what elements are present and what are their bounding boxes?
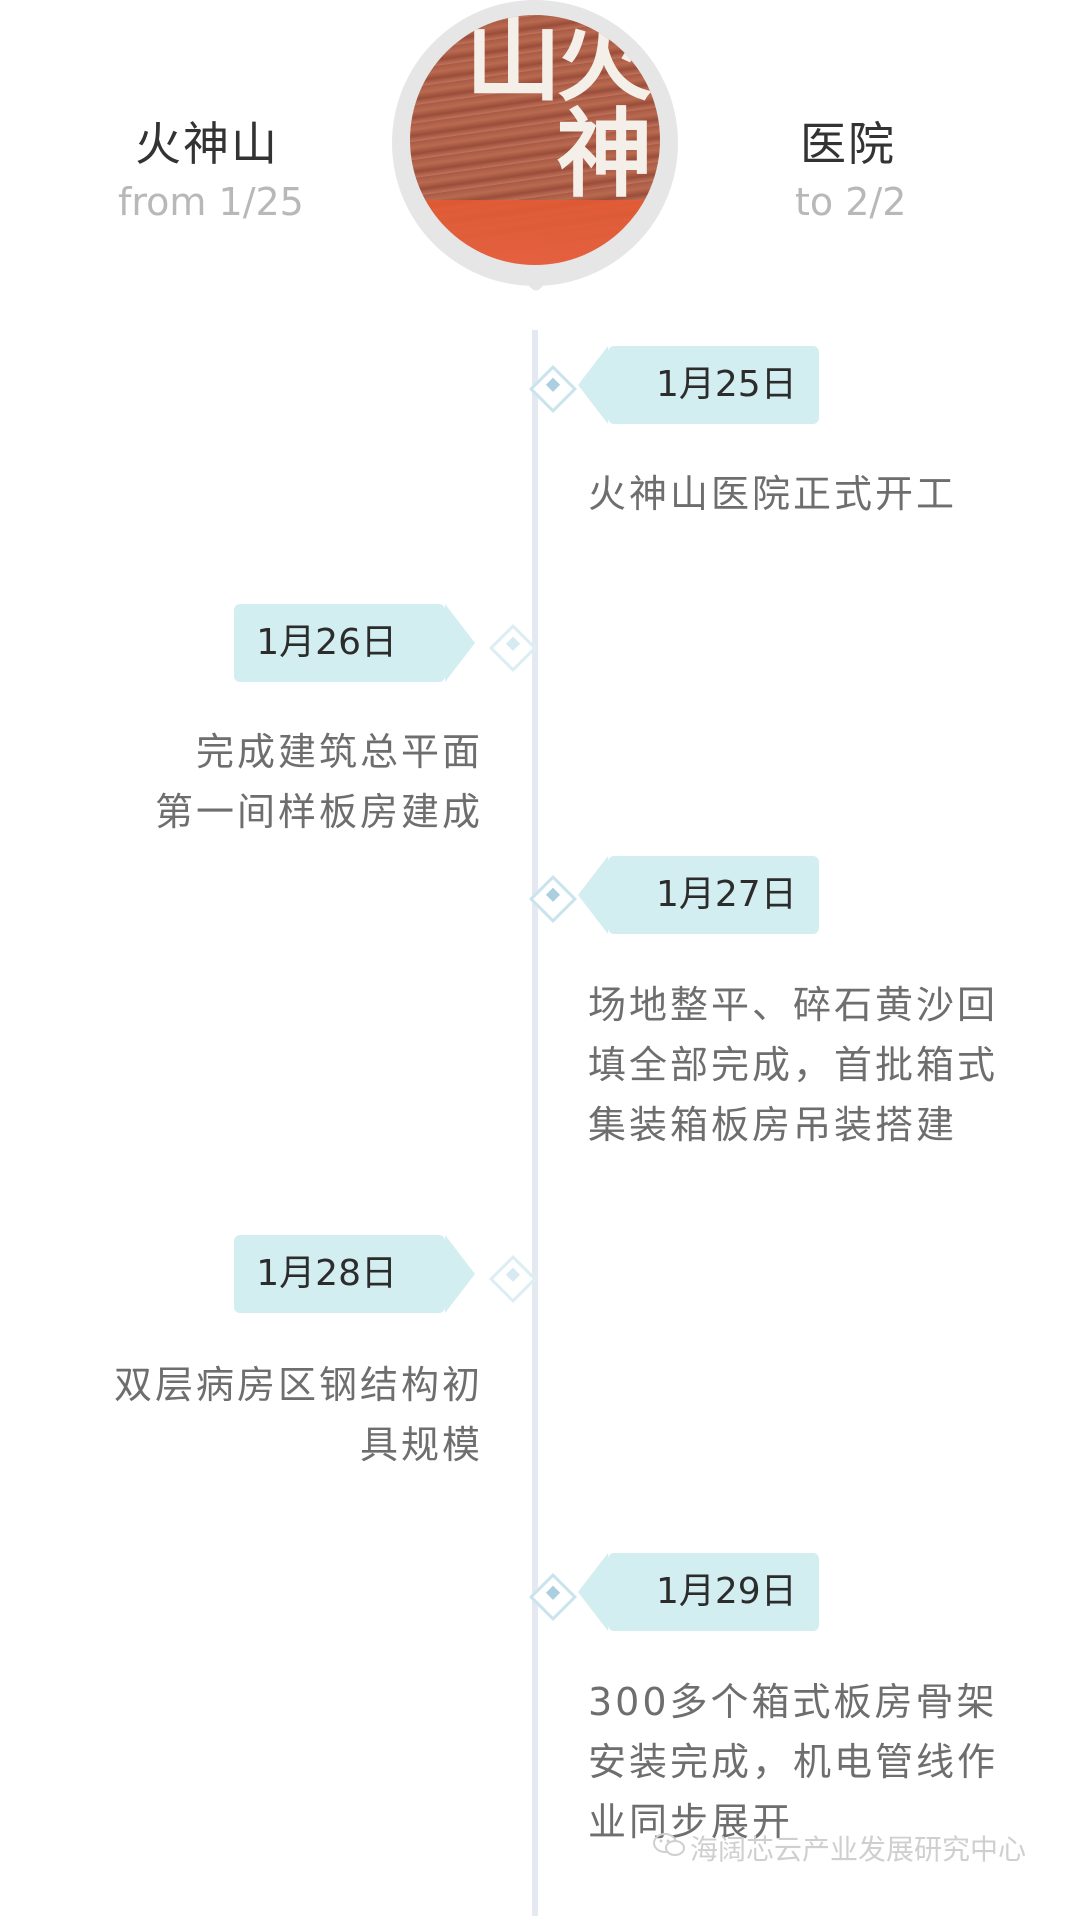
description-line: 安装完成，机电管线作 bbox=[588, 1732, 998, 1792]
watermark-text: 海阔芯云产业发展研究中心 bbox=[690, 1828, 1026, 1868]
event-description: 双层病房区钢结构初 具规模 bbox=[114, 1355, 483, 1475]
description-line: 场地整平、碎石黄沙回 bbox=[588, 975, 998, 1035]
timeline-marker bbox=[489, 624, 537, 672]
timeline-line bbox=[532, 330, 538, 1916]
event-description: 火神山医院正式开工 bbox=[588, 464, 957, 524]
description-line: 完成建筑总平面 bbox=[155, 722, 483, 782]
event-description: 300多个箱式板房骨架 安装完成，机电管线作 业同步展开 bbox=[588, 1672, 998, 1852]
description-line: 填全部完成，首批箱式 bbox=[588, 1035, 998, 1095]
event-description: 场地整平、碎石黄沙回 填全部完成，首批箱式 集装箱板房吊装搭建 bbox=[588, 975, 998, 1155]
date-tag: 1月26日 bbox=[234, 604, 445, 682]
timeline-marker bbox=[489, 1255, 537, 1303]
description-line: 具规模 bbox=[114, 1415, 483, 1475]
hospital-photo: 火神山 bbox=[410, 15, 660, 265]
photo-calligraphy: 火神山 bbox=[460, 15, 642, 265]
event-description: 完成建筑总平面 第一间样板房建成 bbox=[155, 722, 483, 842]
date-tag: 1月27日 bbox=[608, 856, 819, 934]
header-end-date: to 2/2 bbox=[795, 180, 906, 224]
date-tag: 1月28日 bbox=[234, 1235, 445, 1313]
description-line: 双层病房区钢结构初 bbox=[114, 1355, 483, 1415]
header-start-date: from 1/25 bbox=[118, 180, 304, 224]
description-line: 第一间样板房建成 bbox=[155, 782, 483, 842]
description-line: 300多个箱式板房骨架 bbox=[588, 1672, 998, 1732]
location-pin-badge: 火神山 bbox=[390, 0, 680, 340]
date-tag: 1月29日 bbox=[608, 1553, 819, 1631]
description-line: 火神山医院正式开工 bbox=[588, 464, 957, 524]
date-tag: 1月25日 bbox=[608, 346, 819, 424]
description-line: 集装箱板房吊装搭建 bbox=[588, 1095, 998, 1155]
header-left-title: 火神山 bbox=[135, 108, 279, 174]
wechat-icon bbox=[652, 1832, 686, 1858]
header-right-title: 医院 bbox=[800, 108, 896, 174]
